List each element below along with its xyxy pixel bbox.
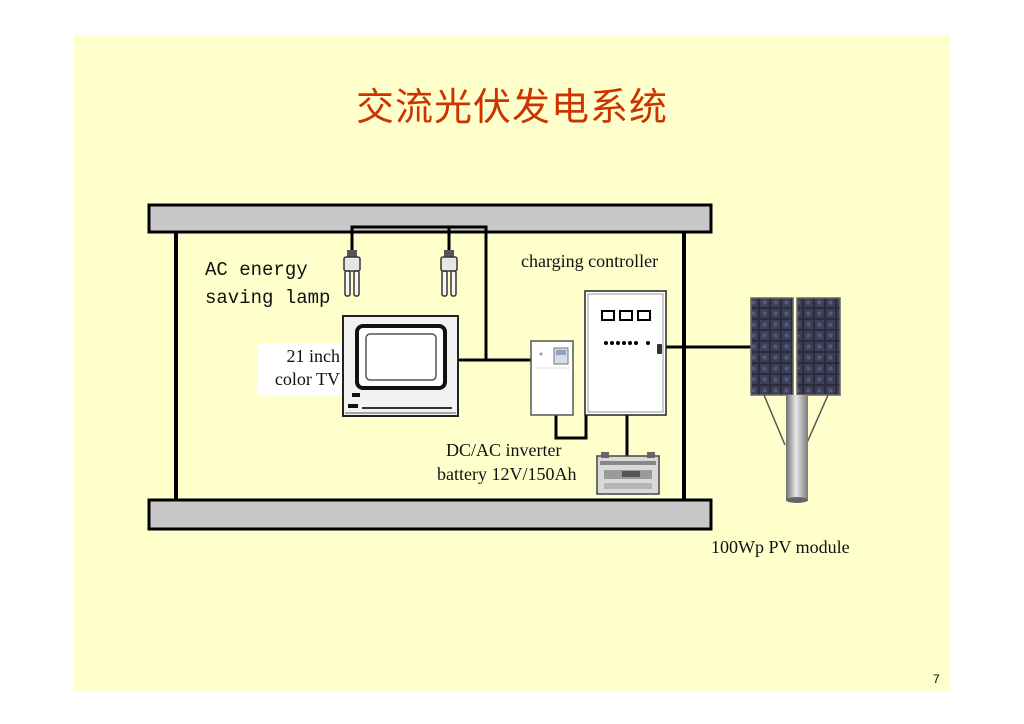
battery-label: battery 12V/150Ah	[437, 464, 577, 484]
tv-label-text: 21 inch color TV	[274, 346, 340, 389]
page-number: 7	[933, 672, 940, 686]
lamp-label: AC energy saving lamp	[205, 259, 331, 309]
lamp-icon-2	[440, 250, 458, 297]
slide-title: 交流光伏发电系统	[355, 85, 668, 129]
house-frame	[147, 203, 713, 531]
charging-controller-label: charging controller	[521, 251, 659, 271]
inverter-icon	[530, 340, 574, 416]
battery-icon	[596, 452, 660, 495]
tv-icon	[342, 315, 459, 417]
inverter-controller-wire	[554, 415, 588, 440]
lamp-icon-1	[343, 250, 361, 297]
charging-controller-icon	[584, 290, 667, 416]
pv-module-icon	[750, 297, 841, 503]
inverter-label: DC/AC inverter	[446, 440, 562, 460]
tv-label: 21 inch color TV	[258, 343, 342, 395]
pv-module-label: 100Wp PV module	[711, 537, 850, 557]
house-floor	[147, 498, 713, 531]
lamp-wire	[350, 225, 531, 362]
wiring	[350, 225, 756, 456]
